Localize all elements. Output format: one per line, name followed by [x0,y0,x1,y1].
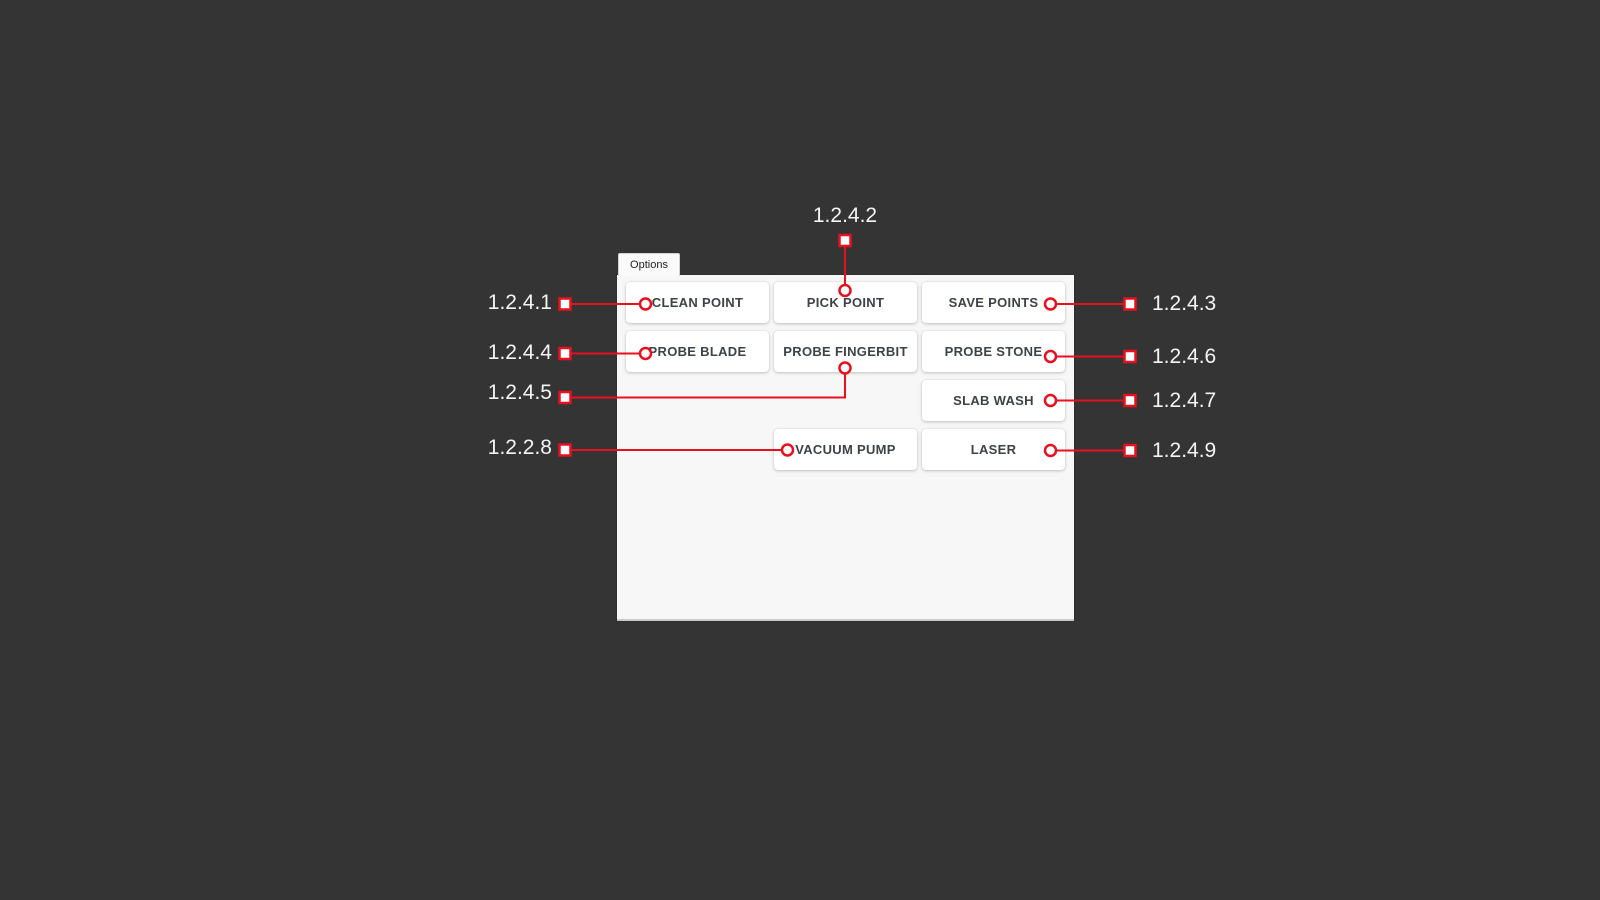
callout-label: 1.2.4.2 [812,204,878,227]
callout-square-marker [558,297,572,311]
callout-square-marker [1123,443,1137,458]
probe-stone-button[interactable]: PROBE STONE [922,331,1065,372]
laser-button[interactable]: LASER [922,429,1065,470]
callout-square-marker [558,443,572,457]
clean-point-button[interactable]: CLEAN POINT [626,282,769,323]
callout-label: 1.2.4.3 [1152,292,1217,315]
callout-square-marker [1123,393,1137,408]
callout-label: 1.2.4.6 [1152,344,1217,368]
callout-label: 1.2.4.7 [1152,388,1217,412]
probe-blade-button[interactable]: PROBE BLADE [626,331,769,372]
callout-label: 1.2.4.1 [487,290,552,314]
callout-square-marker [558,390,572,405]
callout-label: 1.2.4.4 [487,340,552,364]
callout-square-marker [1123,349,1137,364]
callout-label: 1.2.4.5 [487,381,552,404]
save-points-button[interactable]: SAVE POINTS [922,282,1065,323]
vacuum-pump-button[interactable]: VACUUM PUMP [774,429,917,470]
callout-square-marker [1123,297,1137,311]
tab-options[interactable]: Options [618,253,680,276]
options-panel: CLEAN POINT PICK POINT SAVE POINTS PROBE… [617,275,1074,621]
slab-wash-button[interactable]: SLAB WASH [922,380,1065,421]
callout-square-marker [838,233,852,248]
callout-label: 1.2.4.9 [1152,438,1217,462]
tab-options-label: Options [630,259,668,271]
callout-label: 1.2.2.8 [487,435,552,459]
probe-fingerbit-button[interactable]: PROBE FINGERBIT [774,331,917,372]
callout-square-marker [558,346,572,361]
pick-point-button[interactable]: PICK POINT [774,282,917,323]
